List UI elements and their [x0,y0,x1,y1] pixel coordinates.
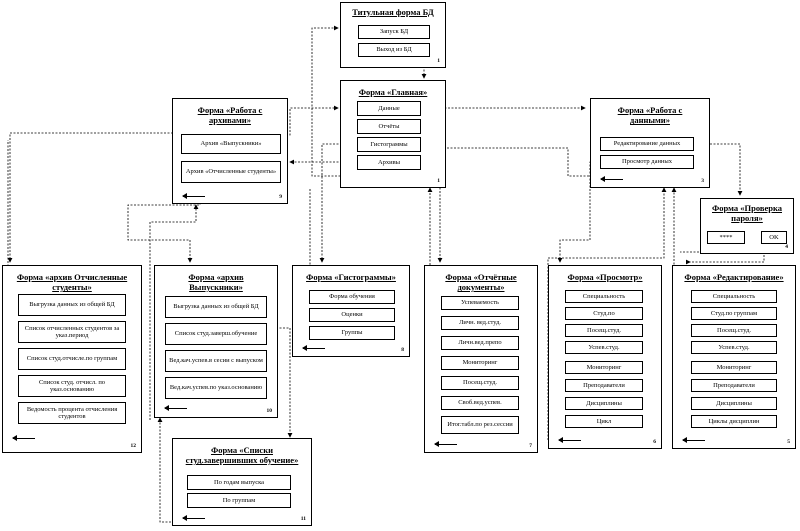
exit-db-button[interactable]: Выход из БД [358,43,430,57]
data-button[interactable]: Данные [357,101,421,116]
reason-quality-button[interactable]: Вед.кач.успев.по указ.основанию [165,377,267,399]
form-title: Форма «Редактирование» [684,272,784,282]
form-title: Форма «архив Отчисленные студенты» [16,272,128,292]
expelled-reason-button[interactable]: Список студ. отчисл. по указ.основанию [18,375,126,397]
ok-button[interactable]: OK [761,231,787,244]
completed-list-button[interactable]: Список студ.заверш.обучение [165,323,267,345]
histograms-button[interactable]: Гистограммы [357,137,421,152]
view-form: Форма «Просмотр» Специальность Студ.по П… [548,265,662,449]
form-number: 8 [401,347,404,353]
discipline-cycles-button[interactable]: Циклы дисциплин [691,415,777,428]
disciplines-button[interactable]: Дисциплины [565,397,643,410]
graduates-archive-form: Форма «архив Выпускники» Выгрузка данных… [154,265,278,418]
back-arrow-icon[interactable] [182,515,205,521]
back-arrow-icon[interactable] [164,405,187,411]
progress-button[interactable]: Успев.студ. [565,341,643,354]
form-title: Форма «Главная» [358,87,428,97]
specialty-button[interactable]: Специальность [565,290,643,303]
by-year-button[interactable]: По годам выпуска [187,475,291,490]
expelled-archive-button[interactable]: Архив «Отчисленные студенты» [181,161,281,183]
load-data-button[interactable]: Выгрузка данных из общей БД [18,294,126,316]
form-number: 7 [529,443,532,449]
title-form: Титульная форма БД Запуск БД Выход из БД… [340,2,446,68]
edit-data-button[interactable]: Редактирование данных [600,137,694,151]
graduates-archive-button[interactable]: Архив «Выпускники» [181,134,281,154]
form-number: 12 [130,443,137,449]
form-title: Форма «Гистограммы» [306,272,396,282]
form-title: Форма «Просмотр» [567,272,643,282]
main-form: Форма «Главная» Данные Отчёты Гистограмм… [340,80,446,188]
reports-button[interactable]: Отчёты [357,119,421,134]
form-title: Форма «Работа с архивами» [197,105,263,125]
view-data-button[interactable]: Просмотр данных [600,155,694,169]
form-title: Форма «Отчётные документы» [445,272,517,292]
monitoring-button[interactable]: Мониторинг [441,356,519,370]
archives-button[interactable]: Архивы [357,155,421,170]
form-number: 4 [785,244,788,250]
session-results-button[interactable]: Итог.табл.по рез.сессии [441,416,519,434]
form-title: Форма «Списки студ.завершивших обучение» [185,445,299,465]
form-title: Титульная форма БД [352,7,434,17]
groups-button[interactable]: Группы [309,326,395,340]
attendance-button[interactable]: Посещ.студ. [441,376,519,390]
attendance-button[interactable]: Посещ.студ. [691,324,777,337]
expelled-archive-form: Форма «архив Отчисленные студенты» Выгру… [2,265,142,453]
edit-form: Форма «Редактирование» Специальность Сту… [672,265,796,449]
disciplines-button[interactable]: Дисциплины [691,397,777,410]
back-arrow-icon[interactable] [434,441,457,447]
cycle-button[interactable]: Цикл [565,415,643,428]
back-arrow-icon[interactable] [302,345,325,351]
completed-lists-form: Форма «Списки студ.завершивших обучение»… [172,438,312,526]
form-title: Форма «Работа с данными» [617,105,683,125]
grades-button[interactable]: Оценки [309,308,395,322]
back-arrow-icon[interactable] [600,176,623,182]
back-arrow-icon[interactable] [558,437,581,443]
back-arrow-icon[interactable] [182,193,205,199]
form-number: 10 [266,408,273,414]
form-number: 1 [437,58,440,64]
summary-button[interactable]: Своб.вед.успев. [441,396,519,410]
teachers-button[interactable]: Преподаватели [691,379,777,392]
session-quality-button[interactable]: Вед.кач.успев.в сесии с выпуском [165,350,267,372]
reports-form: Форма «Отчётные документы» Успеваемость … [424,265,538,453]
form-number: 11 [300,516,306,522]
students-button[interactable]: Студ.по [565,307,643,320]
students-groups-button[interactable]: Студ.по группам [691,307,777,320]
form-number: 5 [787,439,790,445]
form-title: Форма «Проверка пароля» [712,203,782,223]
form-number: 9 [279,194,282,200]
launch-db-button[interactable]: Запуск БД [358,25,430,39]
load-data-button[interactable]: Выгрузка данных из общей БД [165,296,267,318]
monitoring-button[interactable]: Мониторинг [691,361,777,374]
teacher-personal-button[interactable]: Личн.вед.препо [441,336,519,350]
expelled-period-button[interactable]: Список отчисленных студентов за указ.пер… [18,321,126,343]
expelled-groups-button[interactable]: Список студ.отчисле.по группам [18,348,126,370]
study-form-button[interactable]: Форма обучения [309,290,395,304]
form-number: 6 [653,439,656,445]
histogram-form: Форма «Гистограммы» Форма обучения Оценк… [292,265,410,357]
attendance-button[interactable]: Посещ.студ. [565,324,643,337]
expelled-percent-button[interactable]: Ведомость процента отчисления студентов [18,402,126,424]
password-input[interactable]: **** [707,231,745,244]
form-title: Форма «архив Выпускники» [188,272,244,292]
teachers-button[interactable]: Преподаватели [565,379,643,392]
back-arrow-icon[interactable] [12,435,35,441]
password-form: Форма «Проверка пароля» **** OK 4 [700,198,794,254]
form-number: 1 [437,178,440,184]
progress-button[interactable]: Успев.студ. [691,341,777,354]
back-arrow-icon[interactable] [682,437,705,443]
student-personal-button[interactable]: Личн. вед.студ. [441,316,519,330]
by-group-button[interactable]: По группам [187,493,291,508]
archive-form: Форма «Работа с архивами» Архив «Выпускн… [172,98,288,204]
data-form: Форма «Работа с данными» Редактирование … [590,98,710,188]
performance-button[interactable]: Успеваемость [441,296,519,310]
specialty-button[interactable]: Специальность [691,290,777,303]
form-number: 3 [701,178,704,184]
monitoring-button[interactable]: Мониторинг [565,361,643,374]
